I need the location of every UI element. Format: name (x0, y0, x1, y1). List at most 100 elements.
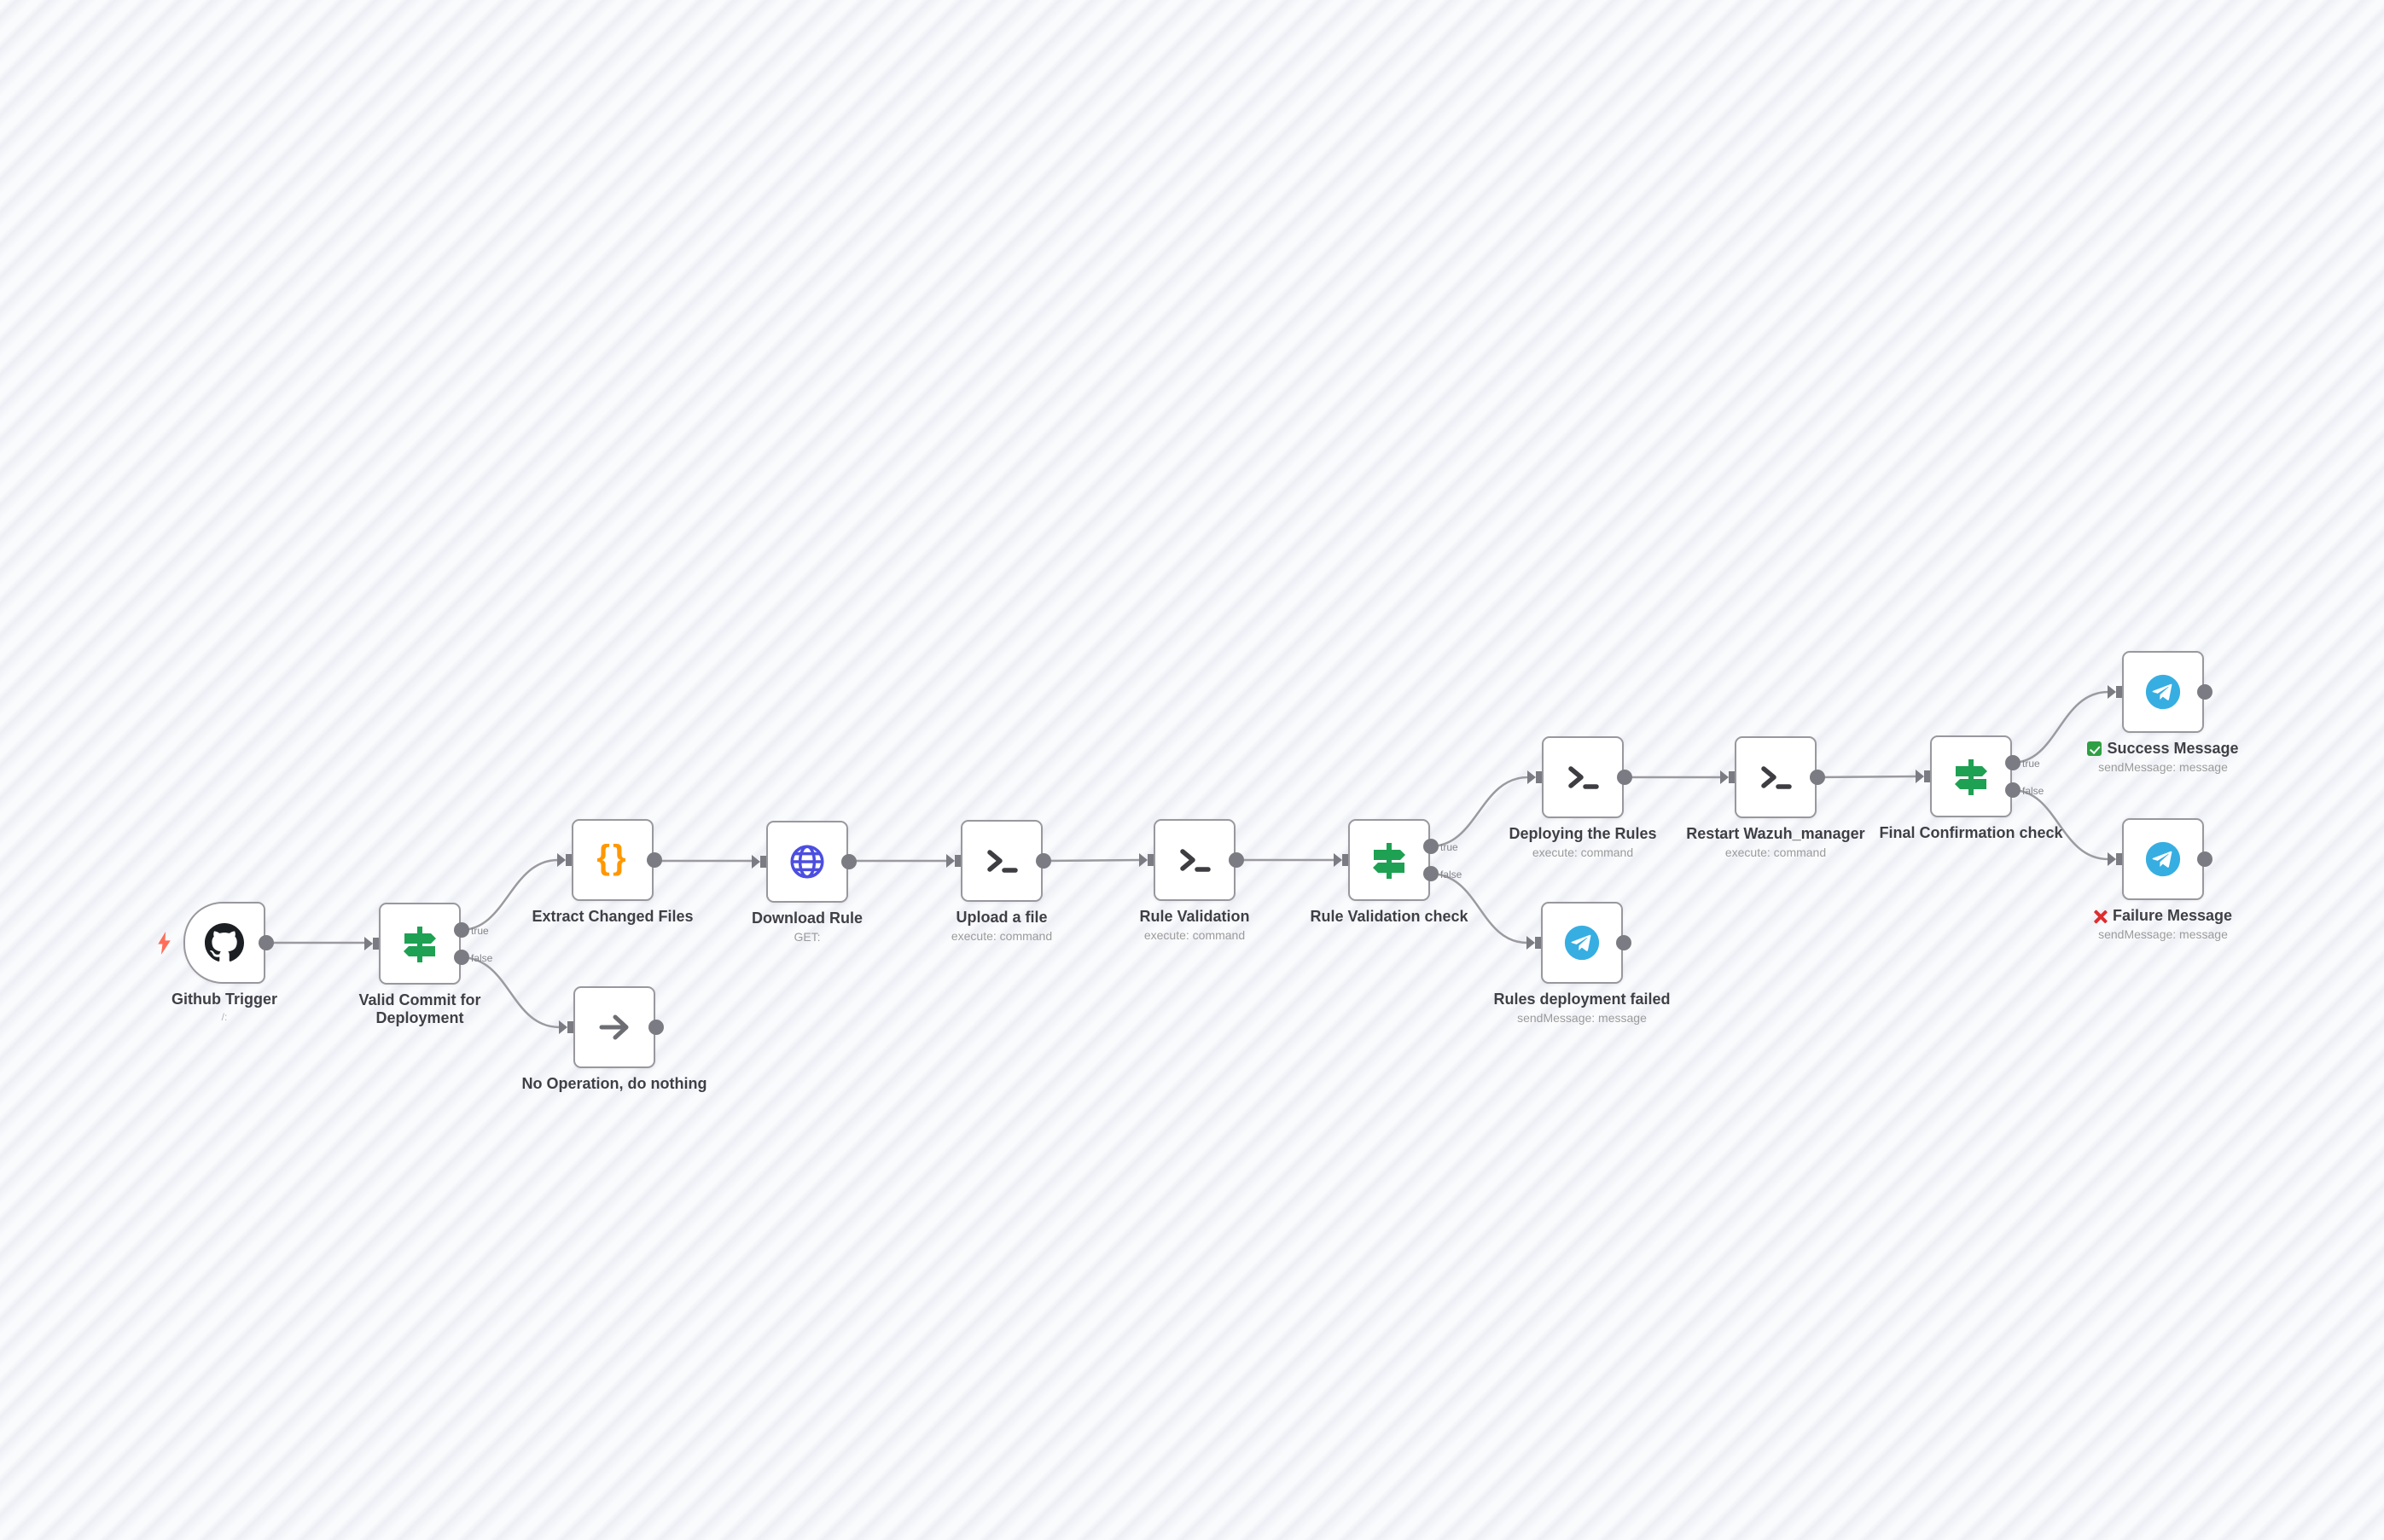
input-port[interactable] (1527, 770, 1542, 784)
input-port[interactable] (559, 1020, 573, 1034)
node-subtitle: sendMessage: message (2098, 760, 2228, 775)
node-subtitle: sendMessage: message (1517, 1011, 1647, 1026)
output-port[interactable] (648, 1020, 664, 1035)
input-port[interactable] (1526, 936, 1541, 950)
output-port-false[interactable] (1423, 866, 1439, 881)
input-port[interactable] (1334, 853, 1348, 867)
terminal-icon (1761, 766, 1792, 789)
input-port[interactable] (946, 854, 961, 868)
output-port[interactable] (2197, 851, 2212, 867)
edge-final-false-to-failure[interactable] (2011, 788, 2109, 861)
output-port-false[interactable] (2005, 782, 2021, 798)
node-github-trigger[interactable]: Github Trigger /: (158, 902, 277, 1023)
input-port[interactable] (1720, 770, 1735, 784)
noop-arrow-icon (599, 1014, 629, 1040)
node-box[interactable] (766, 821, 848, 903)
node-label: Valid Commit for Deployment (358, 991, 481, 1027)
output-port[interactable] (259, 935, 274, 950)
branch-label-false: false (2022, 785, 2044, 797)
trigger-bolt-icon (158, 932, 171, 955)
node-box[interactable] (1348, 819, 1430, 901)
node-success-message[interactable]: Success Message sendMessage: message (2087, 651, 2239, 774)
node-no-operation[interactable]: No Operation, do nothing (522, 986, 706, 1092)
node-subtitle: execute: command (1532, 846, 1634, 860)
output-port[interactable] (1810, 770, 1825, 785)
output-port[interactable] (1036, 853, 1051, 869)
node-rule-validation-check[interactable]: true false Rule Validation check (1310, 819, 1468, 925)
node-box[interactable] (961, 820, 1043, 902)
node-box[interactable] (1735, 736, 1817, 818)
failure-x-icon (2094, 909, 2108, 923)
node-box[interactable] (1930, 735, 2012, 817)
edge-restart-to-final-check[interactable] (1816, 775, 1917, 779)
branch-label-false: false (1440, 869, 1462, 880)
node-label: Extract Changed Files (532, 908, 694, 925)
node-box[interactable] (1154, 819, 1236, 901)
node-rule-validation[interactable]: Rule Validation execute: command (1139, 819, 1250, 942)
node-upload-a-file[interactable]: Upload a file execute: command (946, 820, 1052, 943)
output-port[interactable] (1617, 770, 1632, 785)
node-label: Final Confirmation check (1879, 824, 2063, 841)
edge-valid-commit-true-to-extract[interactable] (460, 858, 559, 932)
node-label: No Operation, do nothing (521, 1075, 707, 1092)
node-box[interactable] (2122, 651, 2204, 733)
input-port[interactable] (2108, 685, 2122, 699)
node-extract-changed-files[interactable]: {} Extract Changed Files (532, 819, 694, 925)
node-rules-deployment-failed[interactable]: Rules deployment failed sendMessage: mes… (1493, 902, 1671, 1025)
node-label: Rules deployment failed sendMessage: mes… (1471, 991, 1693, 1026)
node-restart-wazuh-manager[interactable]: Restart Wazuh_manager execute: command (1686, 736, 1865, 859)
node-download-rule[interactable]: Download Rule GET: (752, 821, 863, 944)
github-icon (205, 923, 244, 962)
edge-valid-commit-false-to-noop[interactable] (460, 956, 561, 1029)
success-check-icon (2087, 741, 2102, 757)
input-port[interactable] (364, 937, 379, 950)
output-port-false[interactable] (454, 950, 469, 965)
input-port[interactable] (752, 855, 766, 869)
telegram-icon (2145, 674, 2181, 710)
globe-icon (790, 845, 824, 879)
telegram-icon (2145, 841, 2181, 877)
node-box[interactable] (183, 902, 265, 984)
branch-label-true: true (1440, 841, 1458, 853)
input-port[interactable] (2108, 852, 2122, 866)
node-subtitle: execute: command (1724, 846, 1827, 860)
edge-check-false-to-deployment-failed[interactable] (1429, 872, 1528, 944)
node-subtitle: execute: command (951, 929, 1053, 944)
node-failure-message[interactable]: Failure Message sendMessage: message (2098, 818, 2232, 941)
node-label: Deploying the Rules execute: command (1472, 825, 1694, 860)
node-label: Restart Wazuh_manager execute: command (1665, 825, 1887, 860)
node-final-confirmation-check[interactable]: true false Final Confirmation check (1879, 735, 2063, 841)
input-port[interactable] (557, 853, 572, 867)
node-valid-commit-for-deployment[interactable]: true false Valid Commit for Deployment (358, 903, 492, 1026)
output-port[interactable] (1616, 935, 1631, 950)
node-subtitle: sendMessage: message (2098, 927, 2228, 942)
output-port[interactable] (1229, 852, 1244, 868)
output-port-true[interactable] (454, 922, 469, 938)
branch-label-true: true (2022, 758, 2040, 770)
input-port[interactable] (1139, 853, 1154, 867)
branch-label-true: true (471, 925, 489, 937)
output-port[interactable] (647, 852, 662, 868)
output-port[interactable] (2197, 684, 2212, 700)
node-box[interactable] (2122, 818, 2204, 900)
json-braces-icon: {} (596, 839, 629, 876)
node-box[interactable]: {} (572, 819, 654, 901)
node-label: Upload a file execute: command (891, 909, 1113, 944)
node-deploying-the-rules[interactable]: Deploying the Rules execute: command (1509, 736, 1657, 859)
node-box[interactable] (573, 986, 655, 1068)
telegram-icon (1564, 925, 1600, 961)
edge-upload-to-rule-validation[interactable] (1042, 858, 1141, 863)
terminal-icon (987, 850, 1018, 873)
node-box[interactable] (379, 903, 461, 985)
node-box[interactable] (1541, 902, 1623, 984)
output-port[interactable] (841, 854, 857, 869)
output-port-true[interactable] (2005, 755, 2021, 770)
node-label: Failure Message sendMessage: message (2052, 907, 2274, 942)
output-port-true[interactable] (1423, 839, 1439, 854)
edge-check-true-to-deploying[interactable] (1429, 776, 1529, 848)
input-port[interactable] (1916, 770, 1930, 783)
node-box[interactable] (1542, 736, 1624, 818)
edge-final-true-to-success[interactable] (2011, 690, 2109, 764)
terminal-icon (1568, 766, 1599, 789)
